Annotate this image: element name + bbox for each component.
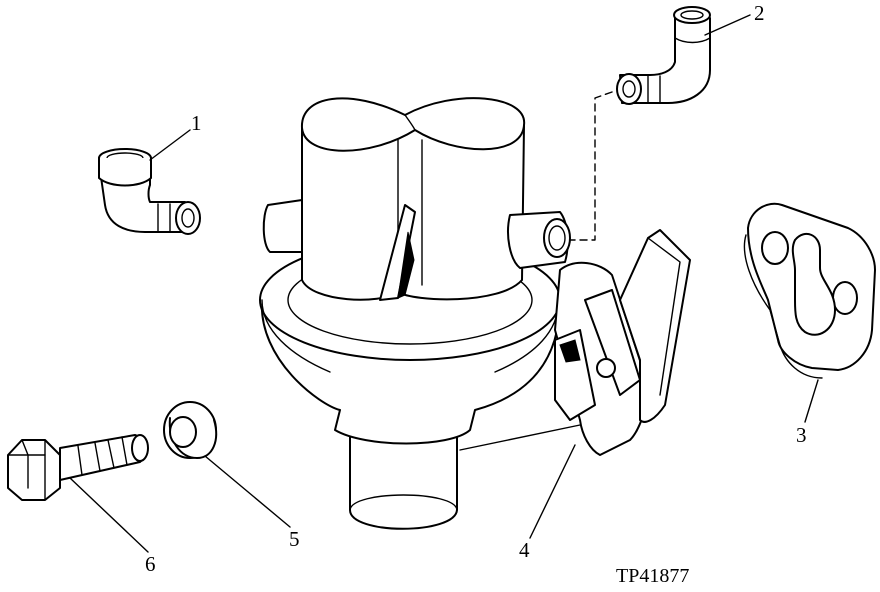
elbow-fitting-part-2 [569, 6, 711, 241]
leader-line-6 [69, 477, 149, 553]
callout-4: 4 [519, 538, 530, 562]
pump-top-cap [300, 97, 526, 152]
leader-line-4 [529, 444, 576, 539]
pump-mounting-flange [459, 229, 691, 456]
bolt-part-6 [7, 434, 149, 501]
leader-line-1 [149, 129, 191, 161]
callout-5: 5 [289, 527, 300, 551]
callout-2: 2 [754, 1, 765, 25]
washer-part-5 [163, 401, 218, 459]
fuel-pump-assembly [259, 97, 571, 530]
leader-line-3 [804, 379, 819, 423]
elbow-fitting-part-1 [98, 148, 201, 235]
callout-3: 3 [796, 423, 807, 447]
leader-lines [69, 14, 819, 553]
reference-code: TP41877 [616, 565, 689, 587]
callout-1: 1 [191, 111, 202, 135]
leader-line-5 [204, 455, 291, 528]
callout-6: 6 [145, 552, 156, 576]
gasket-part-3 [743, 202, 876, 379]
leader-line-2 [704, 14, 751, 36]
pump-outlet-tube [349, 429, 458, 530]
pump-left-stub [262, 199, 303, 253]
callout-labels: 1 2 3 4 5 6 [145, 1, 807, 576]
